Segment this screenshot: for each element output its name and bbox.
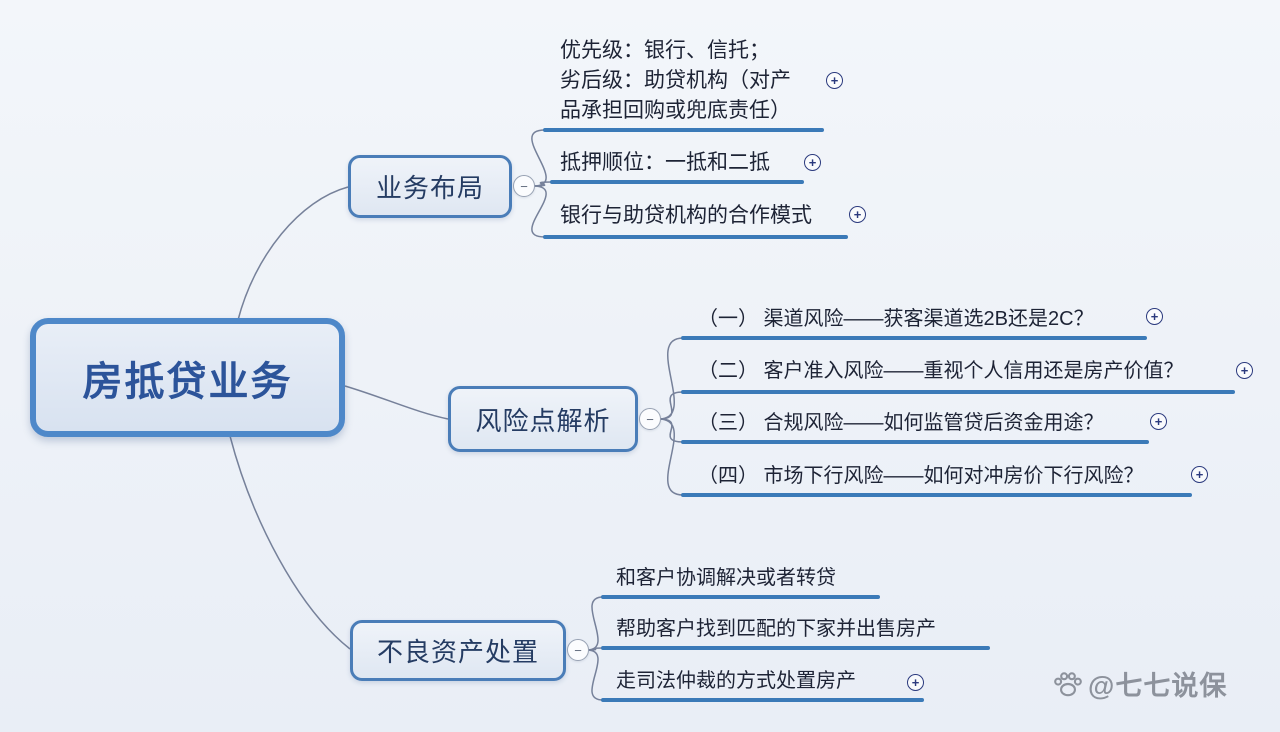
connector-root-business [237,186,349,321]
connector-npa-child3 [586,649,604,701]
connector-risk-child1 [658,337,684,420]
watermark: @七七说保 [1052,664,1227,703]
expand-icon[interactable]: + [804,154,821,171]
paw-icon [1052,668,1084,700]
connector-business-child3 [531,185,547,238]
expand-icon[interactable]: + [826,72,843,89]
topic-channel-risk[interactable]: （一） 渠道风险——获客渠道选2B还是2C？ [698,308,1094,330]
branch-node-npa-disposal[interactable]: 不良资产处置 [350,620,566,681]
connector-npa-child2 [586,647,604,651]
expand-icon[interactable]: + [907,674,924,691]
connector-npa-child1 [586,596,604,651]
topic-priority-structure[interactable]: 优先级：银行、信托； 劣后级：助贷机构（对产 品承担回购或兜底责任） [560,39,791,122]
topic-market-downturn-risk[interactable]: （四） 市场下行风险——如何对冲房价下行风险？ [698,465,1144,487]
connector-root-risk [344,385,449,420]
collapse-toggle-business[interactable]: − [513,175,535,197]
collapse-toggle-risk[interactable]: − [639,408,661,430]
connector-root-npa [229,435,351,650]
expand-icon[interactable]: + [1146,308,1163,325]
branch-node-business-layout[interactable]: 业务布局 [348,155,512,218]
expand-icon[interactable]: + [849,206,866,223]
topic-compliance-risk[interactable]: （三） 合规风险——如何监管贷后资金用途？ [698,412,1104,434]
connector-risk-child2 [658,391,684,420]
topic-negotiate-or-refinance[interactable]: 和客户协调解决或者转贷 [616,567,836,589]
root-node[interactable]: 房抵贷业务 [30,318,345,437]
expand-icon[interactable]: + [1236,362,1253,379]
watermark-text: @七七说保 [1088,671,1228,701]
connector-business-child2 [532,181,553,187]
connector-risk-child4 [658,418,684,496]
collapse-toggle-npa[interactable]: − [567,639,589,661]
connector-risk-child3 [658,418,684,443]
topic-bank-cooperation-model[interactable]: 银行与助贷机构的合作模式 [560,204,812,227]
topic-customer-access-risk[interactable]: （二） 客户准入风险——重视个人信用还是房产价值？ [698,360,1184,382]
topic-judicial-arbitration[interactable]: 走司法仲裁的方式处置房产 [616,670,856,692]
topic-help-sell-property[interactable]: 帮助客户找到匹配的下家并出售房产 [616,618,936,640]
expand-icon[interactable]: + [1150,413,1167,430]
topic-mortgage-rank[interactable]: 抵押顺位：一抵和二抵 [560,151,770,174]
connector-business-child1 [531,129,547,187]
expand-icon[interactable]: + [1191,466,1208,483]
branch-node-risk-analysis[interactable]: 风险点解析 [448,386,638,452]
